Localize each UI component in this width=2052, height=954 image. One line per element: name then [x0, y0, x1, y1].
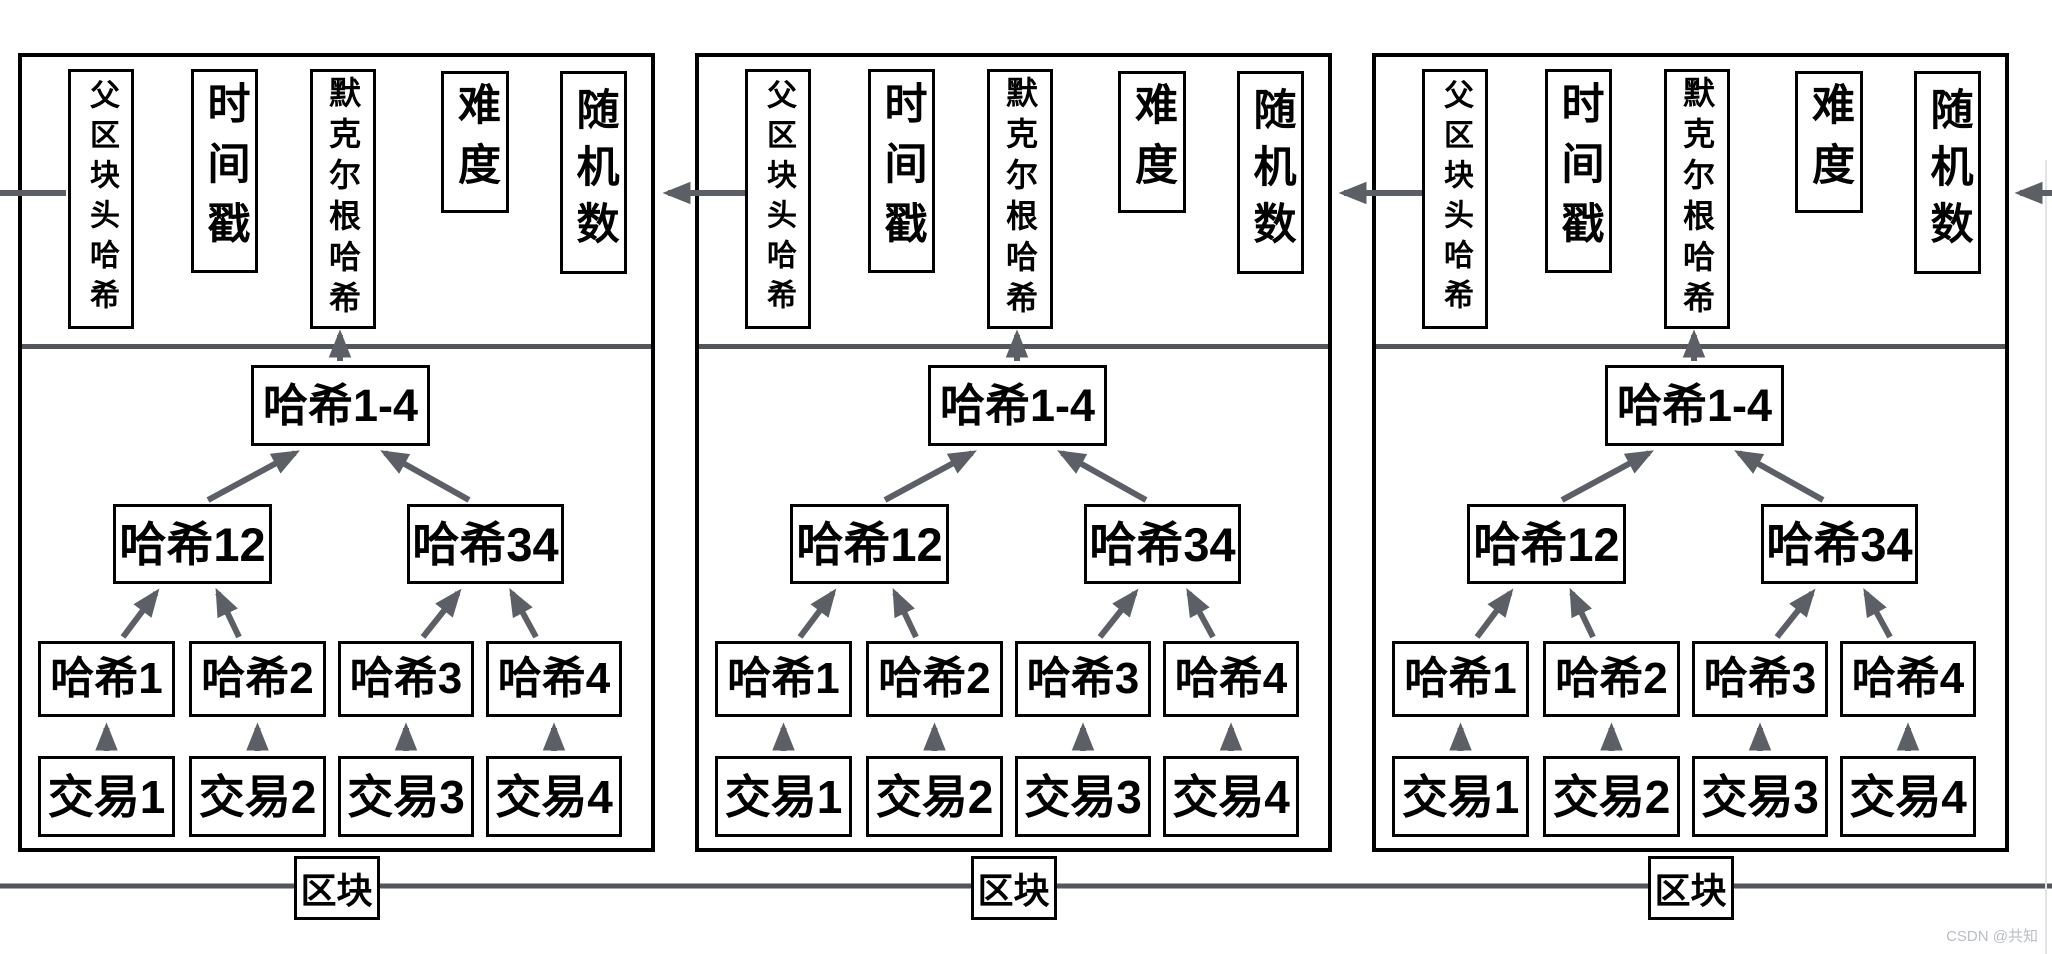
hash12-box: 哈希12 [790, 504, 949, 584]
nonce-field: 随机数 [1237, 71, 1304, 274]
hash4-box: 哈希4 [1163, 641, 1299, 717]
arrow-hash3-to-hash34 [420, 588, 462, 639]
transaction3-box: 交易3 [338, 756, 474, 837]
arrow-hash2-to-hash12 [215, 587, 242, 639]
hash12-box: 哈希12 [1467, 504, 1626, 584]
transaction1-box: 交易1 [1392, 756, 1529, 837]
arrow-hash12-to-root [1560, 450, 1654, 503]
nonce-field: 随机数 [1914, 71, 1981, 274]
merkle-root-field: 默克尔根哈希 [987, 69, 1053, 329]
header-body-divider [699, 344, 1328, 349]
hash4-box: 哈希4 [486, 641, 622, 717]
transaction4-box: 交易4 [1163, 756, 1299, 837]
block-label: 区块 [1647, 856, 1734, 920]
transaction3-box: 交易3 [1692, 756, 1828, 837]
hash1-box: 哈希1 [1392, 641, 1529, 717]
block-label: 区块 [970, 856, 1057, 920]
watermark: CSDN @共知 [1946, 928, 2038, 945]
hash2-box: 哈希2 [866, 641, 1003, 717]
transaction2-box: 交易2 [1543, 756, 1680, 837]
hash1-box: 哈希1 [715, 641, 852, 717]
hash1-box: 哈希1 [38, 641, 175, 717]
block-1: 父区块头哈希 时间戳 默克尔根哈希 难度 随机数 哈希1-4 哈希12 哈希34… [18, 53, 655, 920]
merkle-root-hash-box: 哈希1-4 [1605, 365, 1784, 446]
difficulty-field: 难度 [441, 71, 509, 213]
arrow-hash2-to-hash12 [1569, 587, 1596, 639]
transaction4-box: 交易4 [486, 756, 622, 837]
hash3-box: 哈希3 [1692, 641, 1828, 717]
transaction1-box: 交易1 [38, 756, 175, 837]
arrow-hash12-to-root [883, 450, 977, 503]
parent-hash-field: 父区块头哈希 [1422, 69, 1488, 329]
parent-hash-field: 父区块头哈希 [68, 69, 134, 329]
timestamp-field: 时间戳 [868, 69, 935, 273]
hash2-box: 哈希2 [1543, 641, 1680, 717]
arrow-hash3-to-hash34 [1774, 588, 1816, 639]
transaction2-box: 交易2 [189, 756, 326, 837]
transaction4-box: 交易4 [1840, 756, 1976, 837]
difficulty-field: 难度 [1118, 71, 1186, 213]
header-body-divider [22, 344, 651, 349]
hash4-box: 哈希4 [1840, 641, 1976, 717]
nonce-field: 随机数 [560, 71, 627, 274]
hash12-box: 哈希12 [113, 504, 272, 584]
arrow-hash4-to-hash34 [1863, 588, 1893, 639]
hash3-box: 哈希3 [338, 641, 474, 717]
timestamp-field: 时间戳 [191, 69, 258, 273]
difficulty-field: 难度 [1795, 71, 1863, 213]
hash2-box: 哈希2 [189, 641, 326, 717]
arrow-hash4-to-hash34 [1186, 588, 1216, 639]
header-body-divider [1376, 344, 2005, 349]
arrow-hash2-to-hash12 [892, 587, 919, 639]
merkle-root-hash-box: 哈希1-4 [251, 365, 430, 446]
hash34-box: 哈希34 [1084, 504, 1241, 584]
hash34-box: 哈希34 [1761, 504, 1918, 584]
arrow-hash34-to-root [1734, 450, 1825, 503]
arrow-hash1-to-hash12 [120, 588, 160, 639]
transaction1-box: 交易1 [715, 756, 852, 837]
merkle-root-field: 默克尔根哈希 [310, 69, 376, 329]
timestamp-field: 时间戳 [1545, 69, 1612, 273]
transaction3-box: 交易3 [1015, 756, 1151, 837]
arrow-hash34-to-root [1057, 450, 1148, 503]
hash3-box: 哈希3 [1015, 641, 1151, 717]
merkle-root-field: 默克尔根哈希 [1664, 69, 1730, 329]
hash34-box: 哈希34 [407, 504, 564, 584]
arrow-hash1-to-hash12 [797, 588, 837, 639]
transaction2-box: 交易2 [866, 756, 1003, 837]
arrow-hash4-to-hash34 [509, 588, 539, 639]
parent-hash-field: 父区块头哈希 [745, 69, 811, 329]
arrow-hash34-to-root [380, 450, 471, 503]
arrow-hash12-to-root [206, 450, 300, 503]
arrow-hash3-to-hash34 [1097, 588, 1139, 639]
arrow-hash1-to-hash12 [1474, 588, 1514, 639]
merkle-root-hash-box: 哈希1-4 [928, 365, 1107, 446]
block-label: 区块 [293, 856, 380, 920]
block-2: 父区块头哈希 时间戳 默克尔根哈希 难度 随机数 哈希1-4 哈希12 哈希34… [695, 53, 1332, 920]
block-3: 父区块头哈希 时间戳 默克尔根哈希 难度 随机数 哈希1-4 哈希12 哈希34… [1372, 53, 2009, 920]
